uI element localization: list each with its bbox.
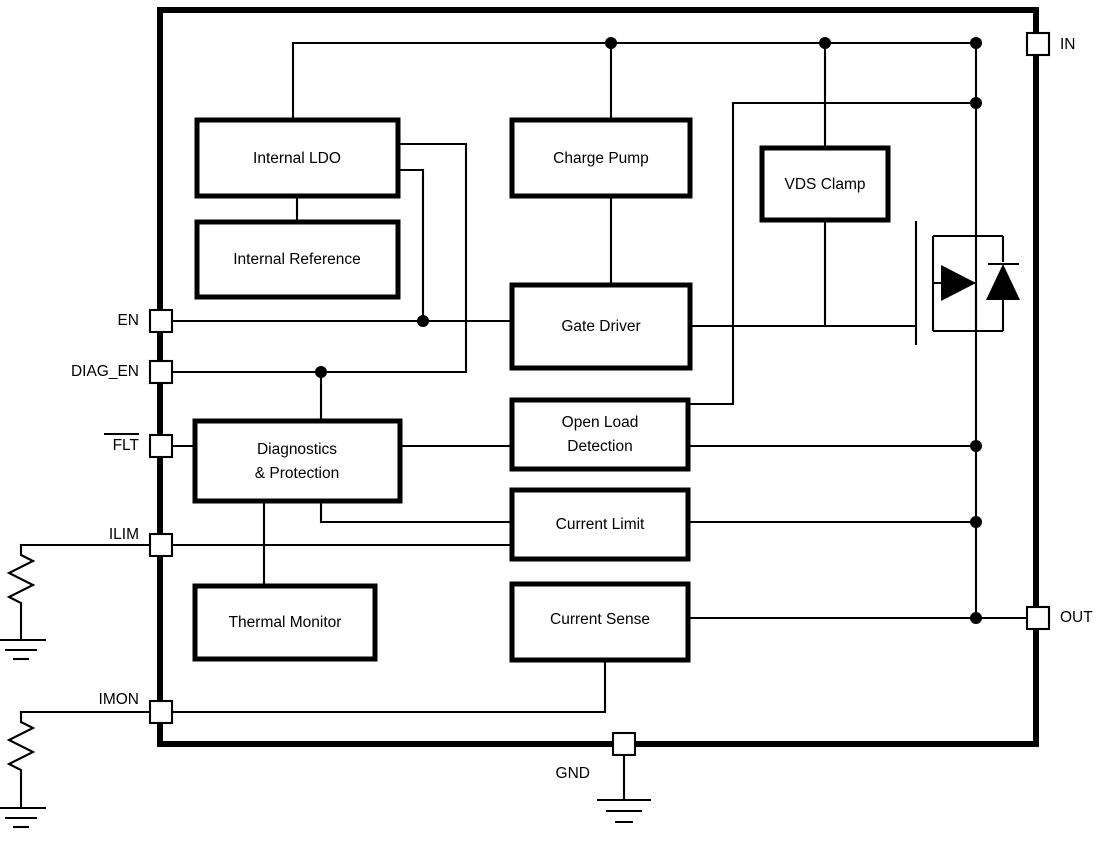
block-vds-clamp-label: VDS Clamp xyxy=(785,176,866,193)
wire-open-load-to-drain-rail xyxy=(686,101,735,406)
pin-label-flt: FLT xyxy=(113,437,140,454)
junction-dot xyxy=(605,37,617,49)
block-current-limit-label: Current Limit xyxy=(556,516,645,533)
junction-dots xyxy=(315,37,982,624)
block-current-sense[interactable]: Current Sense xyxy=(509,581,691,663)
block-current-sense-label: Current Sense xyxy=(550,611,650,628)
pin-label-en: EN xyxy=(117,312,139,329)
junction-dot xyxy=(970,516,982,528)
external-resistors xyxy=(6,554,36,774)
wire-ldo-to-en-line xyxy=(396,168,425,323)
pin-pad-in[interactable] xyxy=(1025,31,1051,57)
block-internal-ldo-label: Internal LDO xyxy=(253,150,341,167)
block-vds-clamp[interactable]: VDS Clamp xyxy=(759,145,891,223)
junction-dot xyxy=(970,97,982,109)
block-current-limit[interactable]: Current Limit xyxy=(509,487,691,562)
block-internal-ldo[interactable]: Internal LDO xyxy=(194,117,401,199)
pin-pad-en[interactable] xyxy=(148,308,174,334)
block-thermal-monitor-label: Thermal Monitor xyxy=(229,614,342,631)
pin-pad-gnd[interactable] xyxy=(611,731,637,757)
junction-dot xyxy=(970,37,982,49)
block-diagnostics-protection[interactable]: Diagnostics & Protection xyxy=(192,418,403,504)
junction-dot xyxy=(417,315,429,327)
block-open-load-detection-label-2: Detection xyxy=(567,438,632,455)
wire-ldo-to-diag-en-line xyxy=(396,142,468,374)
block-gate-driver[interactable]: Gate Driver xyxy=(509,282,693,371)
imon-resistor-icon xyxy=(6,721,36,774)
pin-pad-ilim[interactable] xyxy=(148,532,174,558)
pin-label-in: IN xyxy=(1060,36,1076,53)
block-internal-reference-label: Internal Reference xyxy=(233,251,361,268)
junction-dot xyxy=(970,440,982,452)
power-nmos xyxy=(914,221,1020,345)
block-gate-driver-label: Gate Driver xyxy=(561,318,640,335)
mosfet-body-diode-arrow xyxy=(986,264,1020,300)
functional-blocks: Internal LDO Internal Reference Charge P… xyxy=(192,117,891,663)
block-diagnostics-protection-label-2: & Protection xyxy=(255,465,339,482)
ilim-resistor-icon xyxy=(6,554,36,607)
pin-label-gnd: GND xyxy=(556,765,590,782)
pin-label-imon: IMON xyxy=(99,691,139,708)
junction-dot xyxy=(970,612,982,624)
block-open-load-detection[interactable]: Open Load Detection xyxy=(509,397,691,472)
block-internal-reference[interactable]: Internal Reference xyxy=(194,219,401,300)
block-charge-pump-label: Charge Pump xyxy=(553,150,649,167)
pin-pad-out[interactable] xyxy=(1025,605,1051,631)
pin-label-out: OUT xyxy=(1060,609,1093,626)
block-thermal-monitor[interactable]: Thermal Monitor xyxy=(192,583,378,662)
pin-label-ilim: ILIM xyxy=(109,526,139,543)
pin-pad-diag-en[interactable] xyxy=(148,359,174,385)
mosfet-bulk-arrow xyxy=(941,265,976,301)
ground-symbols xyxy=(0,638,651,829)
pin-label-diag-en: DIAG_EN xyxy=(71,363,139,380)
block-charge-pump[interactable]: Charge Pump xyxy=(509,117,693,199)
pin-pad-imon[interactable] xyxy=(148,699,174,725)
junction-dot xyxy=(819,37,831,49)
junction-dot xyxy=(315,366,327,378)
wire-imon-to-current-sense xyxy=(170,658,607,714)
pin-pad-flt[interactable] xyxy=(148,433,174,459)
pin-labels: IN OUT EN DIAG_EN FLT ILIM IMON GND xyxy=(71,36,1093,782)
pin-pads xyxy=(148,31,1051,757)
block-open-load-detection-label-1: Open Load xyxy=(562,414,639,431)
block-diagnostics-protection-label-1: Diagnostics xyxy=(257,441,337,458)
